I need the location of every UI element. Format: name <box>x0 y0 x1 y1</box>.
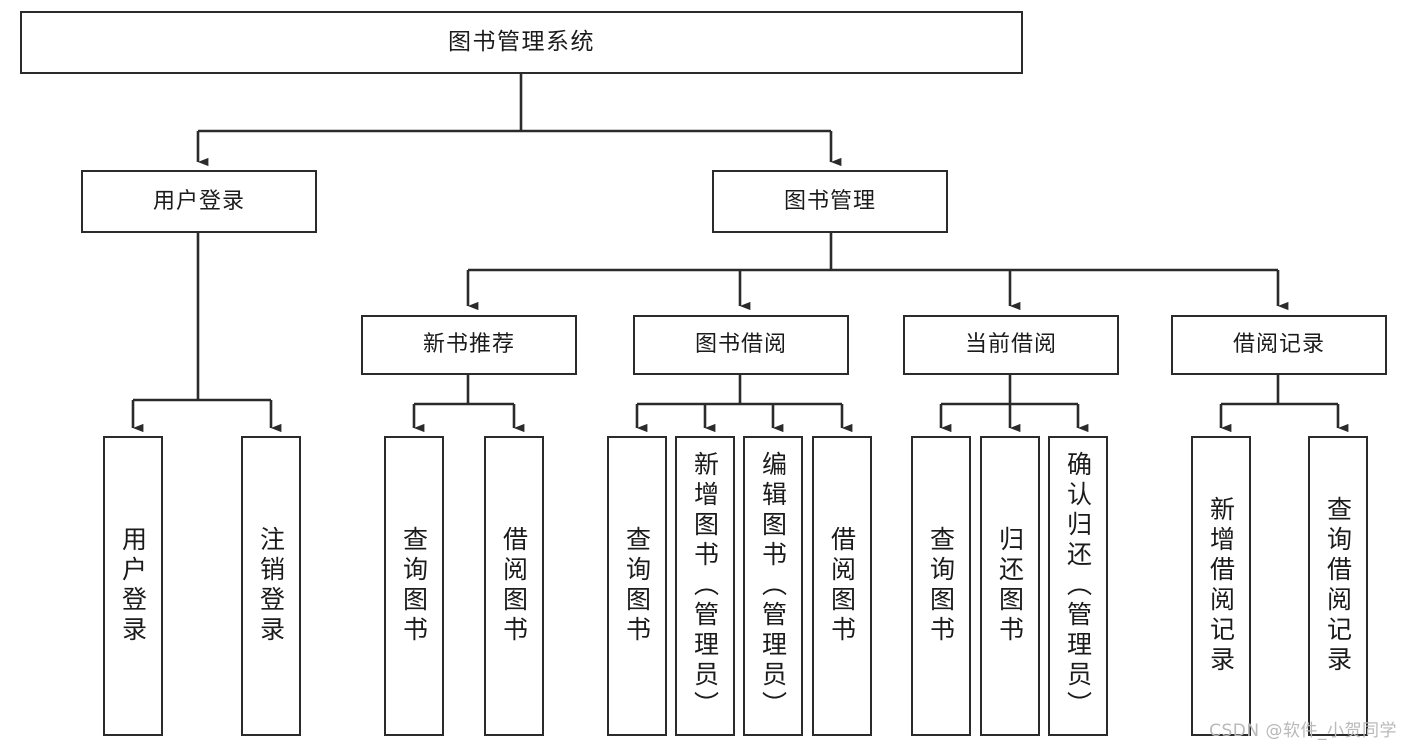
node-new-book-recommend[interactable]: 新书推荐 <box>361 315 577 375</box>
node-label: 图书借阅 <box>694 332 787 358</box>
leaf-edit-book-admin[interactable]: 编辑图书（管理员） <box>743 436 803 736</box>
node-label: 图书管理 <box>783 188 876 214</box>
leaf-query-book-current[interactable]: 查询图书 <box>911 436 971 736</box>
leaf-logout[interactable]: 注销登录 <box>241 436 301 736</box>
node-current-borrow[interactable]: 当前借阅 <box>903 315 1119 375</box>
node-book-management[interactable]: 图书管理 <box>712 170 948 233</box>
leaf-return-book[interactable]: 归还图书 <box>980 436 1040 736</box>
node-label: 查询图书 <box>622 526 652 646</box>
node-label: 借阅记录 <box>1232 332 1325 358</box>
leaf-query-book-newbook[interactable]: 查询图书 <box>384 436 444 736</box>
node-book-borrow[interactable]: 图书借阅 <box>633 315 849 375</box>
node-root-library-system[interactable]: 图书管理系统 <box>20 11 1023 74</box>
node-label: 查询借阅记录 <box>1323 496 1353 676</box>
node-label: 确认归还（管理员） <box>1063 451 1093 721</box>
leaf-query-borrow-record[interactable]: 查询借阅记录 <box>1308 436 1368 736</box>
node-label: 注销登录 <box>256 526 286 646</box>
node-label: 查询图书 <box>399 526 429 646</box>
leaf-add-borrow-record[interactable]: 新增借阅记录 <box>1191 436 1251 736</box>
leaf-confirm-return-admin[interactable]: 确认归还（管理员） <box>1048 436 1108 736</box>
leaf-user-login[interactable]: 用户登录 <box>103 436 163 736</box>
leaf-add-book-admin[interactable]: 新增图书（管理员） <box>675 436 735 736</box>
node-label: 当前借阅 <box>964 332 1057 358</box>
node-label: 借阅图书 <box>499 526 529 646</box>
node-label: 查询图书 <box>926 526 956 646</box>
node-label: 新增借阅记录 <box>1206 496 1236 676</box>
node-label: 借阅图书 <box>827 526 857 646</box>
node-label: 编辑图书（管理员） <box>758 451 788 721</box>
node-label: 新书推荐 <box>422 332 515 358</box>
leaf-borrow-book[interactable]: 借阅图书 <box>812 436 872 736</box>
node-label: 新增图书（管理员） <box>690 451 720 721</box>
leaf-borrow-book-newbook[interactable]: 借阅图书 <box>484 436 544 736</box>
node-label: 用户登录 <box>152 188 245 214</box>
leaf-query-book-borrow[interactable]: 查询图书 <box>607 436 667 736</box>
node-label: 图书管理系统 <box>448 28 595 55</box>
csdn-watermark: CSDN @软件_小贺同学 <box>1209 721 1397 741</box>
node-label: 归还图书 <box>995 526 1025 646</box>
node-label: 用户登录 <box>118 526 148 646</box>
node-borrow-record[interactable]: 借阅记录 <box>1171 315 1387 375</box>
node-user-login[interactable]: 用户登录 <box>81 170 317 233</box>
